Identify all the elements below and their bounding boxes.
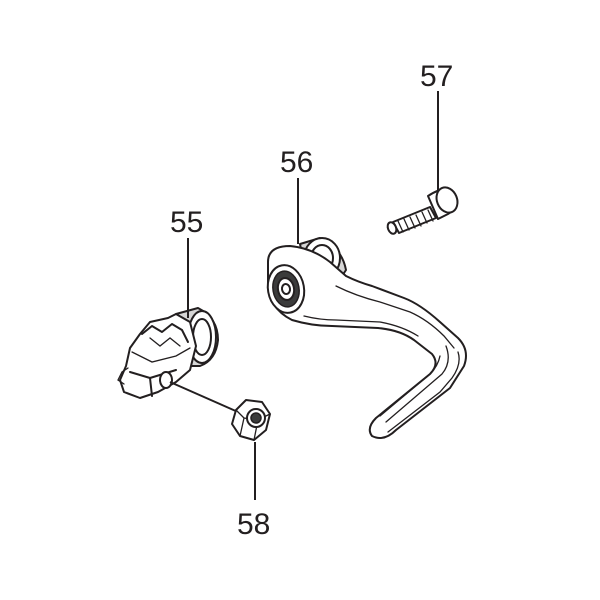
part-55-clamp-block bbox=[117, 307, 219, 399]
part-number-58: 58 bbox=[237, 508, 270, 541]
part-number-57: 57 bbox=[420, 60, 453, 93]
part-57-screw bbox=[386, 186, 459, 235]
part-58-nut bbox=[231, 399, 271, 441]
part-number-56: 56 bbox=[280, 146, 313, 179]
part-56-lever bbox=[266, 237, 467, 439]
part-number-55: 55 bbox=[170, 206, 203, 239]
alignment-line-55-58 bbox=[169, 381, 239, 413]
